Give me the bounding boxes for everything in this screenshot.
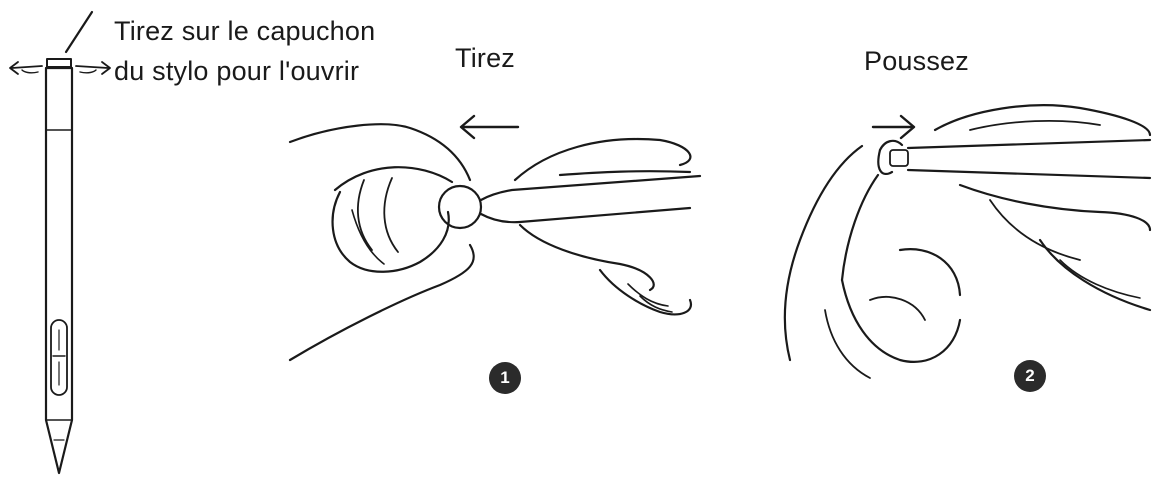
right-arrow-icon <box>873 116 914 138</box>
left-arrow-icon <box>461 116 518 138</box>
instruction-caption-line2: du stylo pour l'ouvrir <box>114 58 359 85</box>
instruction-caption-line1: Tirez sur le capuchon <box>114 18 375 45</box>
step-label-push: Poussez <box>864 48 969 75</box>
hand-pulling-cap-drawing <box>290 124 700 360</box>
step-label-pull: Tirez <box>455 45 515 72</box>
hand-pushing-cap-drawing <box>785 105 1150 378</box>
stylus-pen-drawing <box>46 12 92 473</box>
step-number-badge-1: 1 <box>489 362 521 394</box>
step-number-badge-2: 2 <box>1014 360 1046 392</box>
